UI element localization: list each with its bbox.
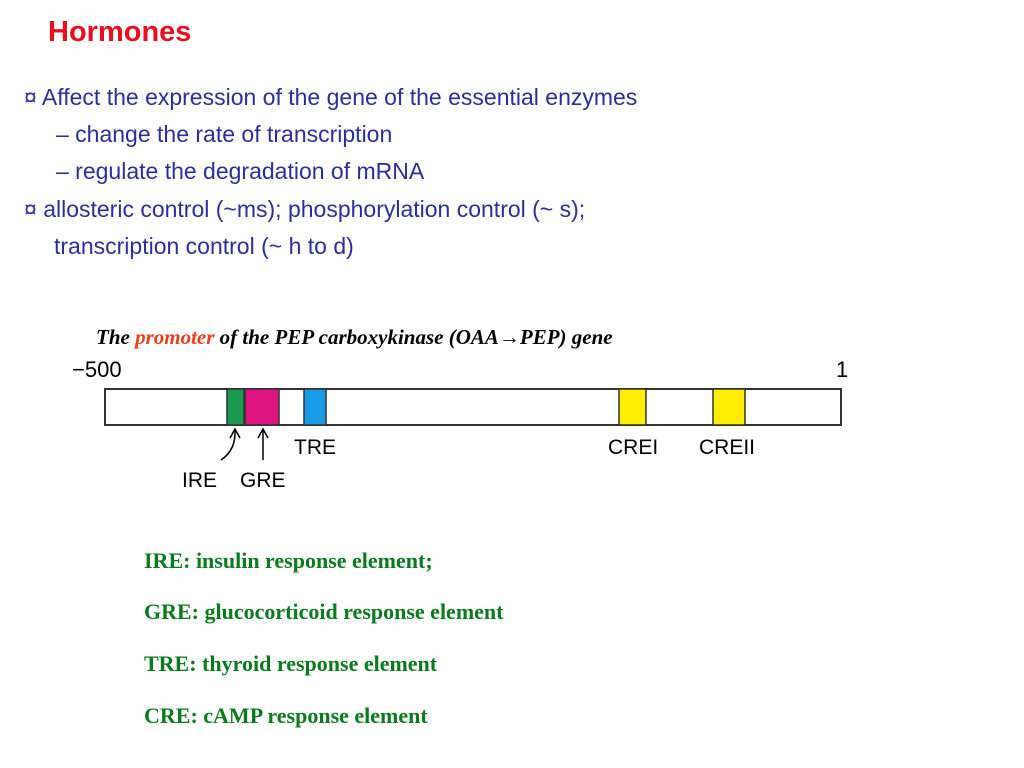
position-end-label: 1 — [836, 357, 848, 382]
promoter-diagram: −500 1 IRE GRE TRE CREI CREII — [72, 357, 848, 492]
caption-part-2: of the PEP carboxykinase (OAA→PEP) gene — [214, 325, 613, 349]
legend-gre: GRE: glucocorticoid response element — [144, 599, 504, 624]
ire-label: IRE — [182, 469, 217, 492]
tre-box — [303, 388, 327, 426]
crei-box — [618, 388, 647, 426]
caption-part-1: The — [96, 325, 136, 349]
legend-tre: TRE: thyroid response element — [144, 651, 438, 676]
diagram-caption: The promoter of the PEP carboxykinase (O… — [96, 325, 613, 350]
bullet-1-sub-1: – change the rate of transcription — [56, 121, 393, 147]
ire-arrow — [220, 429, 236, 461]
gre-arrowhead — [257, 427, 269, 439]
bullet-2-continuation: transcription control (~ h to d) — [54, 233, 354, 259]
creii-box — [712, 388, 746, 426]
legend-cre: CRE: cAMP response element — [144, 703, 428, 728]
crei-label: CREI — [608, 436, 658, 459]
ire-arrowhead — [229, 427, 241, 439]
ire-box — [226, 388, 245, 426]
bullet-marker: ¤ — [24, 196, 37, 222]
gre-label: GRE — [240, 469, 286, 492]
bullet-1-sub-2: – regulate the degradation of mRNA — [56, 158, 425, 184]
creii-label: CREII — [699, 436, 755, 459]
bullet-1-text: Affect the expression of the gene of the… — [41, 84, 638, 110]
position-start-label: −500 — [72, 357, 122, 382]
bullet-2: ¤ allosteric control (~ms); phosphorylat… — [24, 196, 585, 223]
gre-box — [244, 388, 280, 426]
bullet-1: ¤ Affect the expression of the gene of t… — [24, 84, 637, 111]
bullet-marker: ¤ — [24, 84, 37, 110]
bullet-2-text: allosteric control (~ms); phosphorylatio… — [43, 196, 586, 222]
legend-ire: IRE: insulin response element; — [144, 548, 433, 573]
caption-highlight: promoter — [135, 325, 215, 349]
tre-label: TRE — [294, 436, 336, 459]
slide-title: Hormones — [48, 16, 192, 48]
